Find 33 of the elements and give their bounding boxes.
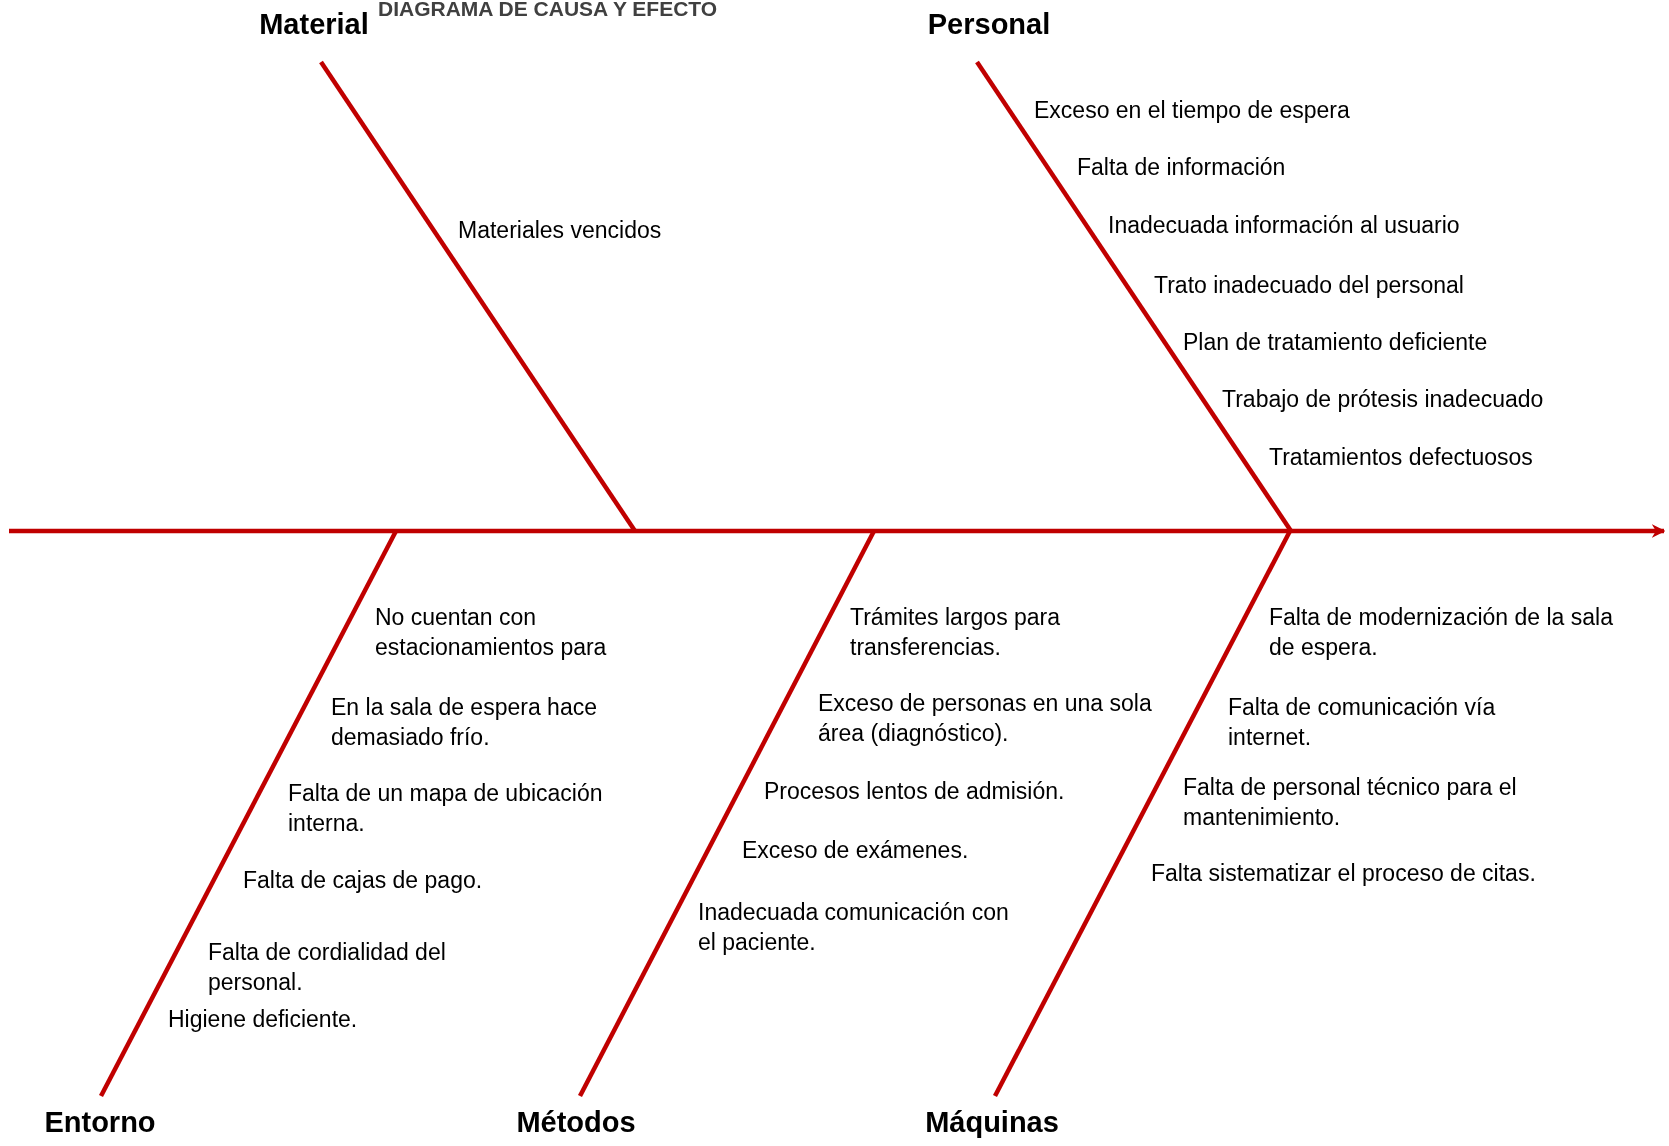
- cause-text: Falta de cajas de pago.: [243, 866, 484, 895]
- cause-bone-line: [578, 529, 876, 1098]
- cause-text: Trato inadecuado del personal: [1154, 271, 1465, 300]
- cause-text: Falta de información: [1077, 153, 1287, 182]
- cause-bone-line: [993, 529, 1292, 1098]
- category-name: Entorno: [44, 1106, 156, 1138]
- cause-text: Trámites largos para transferencias.: [850, 603, 1062, 662]
- cause-text: Falta de cordialidad del personal.: [208, 938, 447, 997]
- cause-text: Falta de comunicación vía internet.: [1228, 693, 1497, 752]
- cause-text: No cuentan con estacionamientos para: [375, 603, 608, 662]
- cause-text: Inadecuada comunicación con el paciente.: [698, 898, 1010, 957]
- cause-text: Inadecuada información al usuario: [1108, 211, 1461, 240]
- cause-bone-line: [99, 529, 398, 1098]
- cause-text: En la sala de espera hace demasiado frío.: [331, 693, 598, 752]
- cause-text: Falta de un mapa de ubicación interna.: [288, 779, 604, 838]
- cause-text: Higiene deficiente.: [168, 1005, 359, 1034]
- category-name: Material: [259, 8, 369, 40]
- cause-text: Exceso de exámenes.: [742, 836, 970, 865]
- category-name: Personal: [927, 8, 1051, 40]
- cause-text: Procesos lentos de admisión.: [764, 777, 1066, 806]
- category-name: Métodos: [516, 1106, 636, 1138]
- cause-text: Exceso en el tiempo de espera: [1034, 96, 1351, 125]
- cause-text: Falta de modernización de la sala de espera.: [1269, 603, 1614, 662]
- category-name: Máquinas: [925, 1106, 1059, 1138]
- cause-bone-line: [319, 60, 637, 533]
- cause-text: Materiales vencidos: [458, 216, 663, 245]
- cause-text: Trabajo de prótesis inadecuado: [1222, 385, 1545, 414]
- cause-text: Falta de personal técnico para el mantenimiento.: [1183, 773, 1518, 832]
- cause-text: Plan de tratamiento deficiente: [1183, 328, 1489, 357]
- cause-text: Exceso de personas en una sola área (diagnóstico).: [818, 689, 1153, 748]
- cause-text: Falta sistematizar el proceso de citas.: [1151, 859, 1537, 888]
- diagram-title: DIAGRAMA DE CAUSA Y EFECTO: [378, 0, 718, 21]
- cause-text: Tratamientos defectuosos: [1269, 443, 1534, 472]
